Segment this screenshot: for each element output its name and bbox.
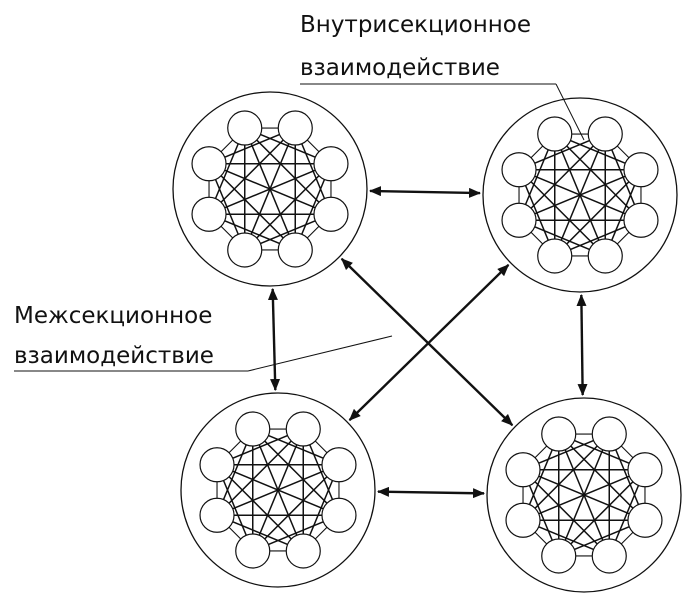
section-bottom-left [180, 392, 376, 588]
node [191, 196, 227, 232]
node [199, 447, 235, 483]
arrows-layer [267, 186, 588, 499]
node [591, 416, 627, 452]
inter-section-arrow-top-left-top-right [368, 186, 482, 198]
node [505, 452, 541, 488]
node-link-mesh [244, 127, 296, 251]
section-boundary [486, 397, 682, 593]
node [537, 238, 573, 274]
node [191, 146, 227, 182]
intra-label-line1: Внутрисекционное [300, 12, 531, 38]
section-bottom-right [486, 397, 682, 593]
inter-section-arrow-top-right-bottom-right [576, 293, 588, 397]
node [623, 202, 659, 238]
section-boundary [482, 97, 678, 293]
node [199, 497, 235, 533]
node-link-mesh [558, 433, 610, 557]
node [227, 232, 263, 268]
inter-section-arrow-top-right-bottom-left [348, 264, 510, 421]
node [591, 538, 627, 574]
node-link-mesh [244, 127, 332, 215]
node [313, 146, 349, 182]
section-top-left [172, 91, 368, 287]
node-link-mesh [252, 428, 304, 552]
node [321, 497, 357, 533]
node [285, 411, 321, 447]
node [277, 110, 313, 146]
node-link-mesh [252, 428, 340, 516]
node-link-mesh [554, 133, 642, 221]
inter-section-arrow-top-left-bottom-left [267, 287, 281, 392]
inter-label-line1: Межсекционное [14, 303, 212, 329]
inter-label-line2: взаимодействие [14, 343, 214, 369]
node [313, 196, 349, 232]
node [501, 202, 537, 238]
intra-label-leader [555, 83, 585, 141]
node [623, 152, 659, 188]
intra-label-line2: взаимодействие [300, 55, 500, 81]
section-top-right [482, 97, 678, 293]
node [235, 533, 271, 569]
sections-layer [172, 91, 682, 593]
node [321, 447, 357, 483]
node [501, 152, 537, 188]
node [285, 533, 321, 569]
node [541, 416, 577, 452]
section-boundary [172, 91, 368, 287]
node [587, 116, 623, 152]
node [235, 411, 271, 447]
node [537, 116, 573, 152]
node-link-mesh [554, 133, 606, 257]
section-boundary [180, 392, 376, 588]
inter-section-arrow-bottom-left-bottom-right [376, 486, 486, 499]
node [627, 452, 663, 488]
node [541, 538, 577, 574]
node-link-mesh [558, 433, 646, 521]
node [627, 502, 663, 538]
inter-label-leader [247, 335, 393, 372]
node [227, 110, 263, 146]
node [587, 238, 623, 274]
node [505, 502, 541, 538]
node [277, 232, 313, 268]
